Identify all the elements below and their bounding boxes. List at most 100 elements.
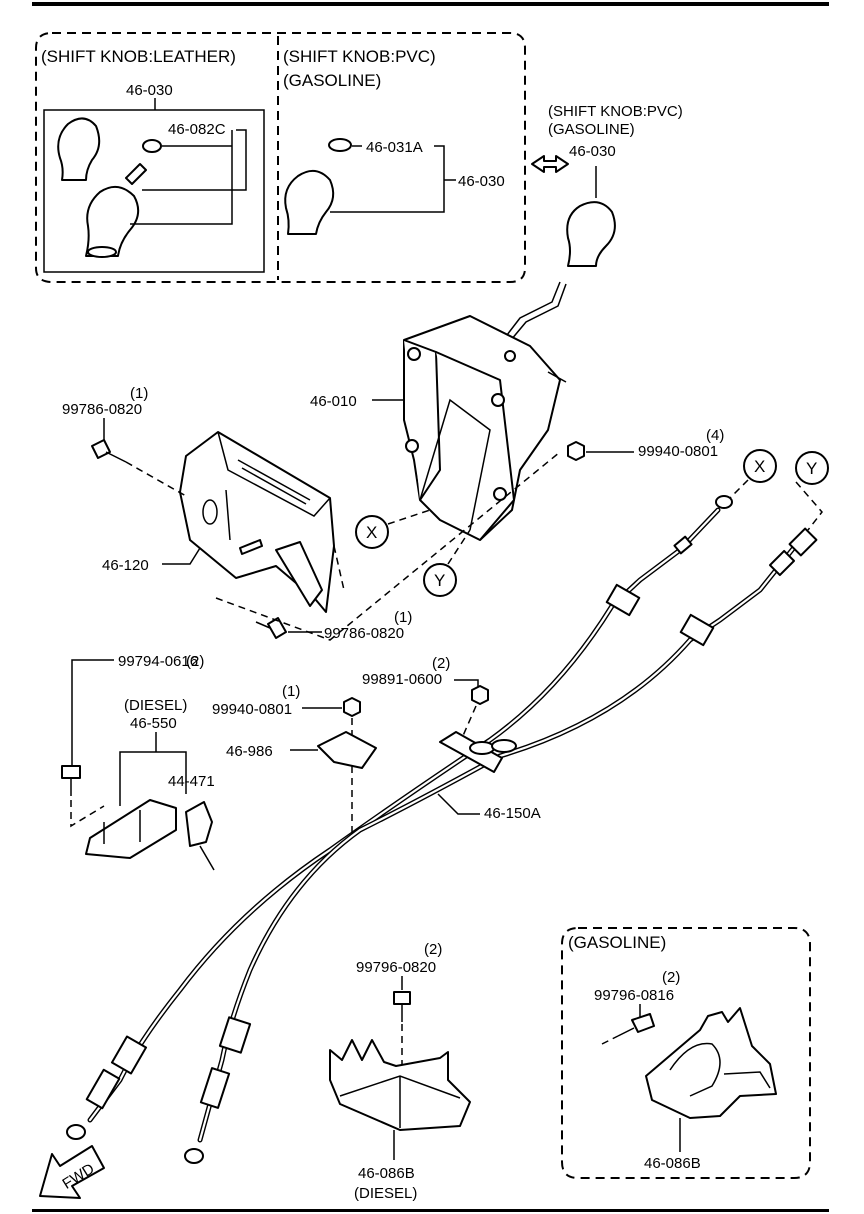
- leader: [142, 129, 247, 191]
- nut-label: 99940-0801: [638, 443, 718, 460]
- cable-ferrule: [673, 535, 693, 555]
- diesel-bolt-label: 99794-0616: [118, 653, 198, 670]
- cable-socket: [679, 613, 715, 647]
- diesel-header: (DIESEL): [124, 697, 187, 714]
- bolt-shank: [105, 451, 127, 463]
- assembly-line: [461, 705, 477, 739]
- cable-nut-qty: (2): [432, 655, 450, 672]
- bracket-hole: [202, 499, 218, 525]
- leader: [162, 547, 201, 565]
- bolt-bottom-qty: (1): [394, 609, 412, 626]
- cable-nut-label: 99891-0600: [362, 671, 442, 688]
- bracket-slot: [225, 489, 231, 541]
- cable-boot: [218, 1016, 252, 1054]
- top-rule: [32, 2, 829, 6]
- ref-y-cable: Y: [806, 459, 817, 478]
- leader: [119, 751, 187, 806]
- cable-clamp: [317, 731, 377, 769]
- alt-knob-header-1: (SHIFT KNOB:PVC): [548, 103, 683, 120]
- pvc-header-1: (SHIFT KNOB:PVC): [283, 47, 436, 66]
- bolt-shank: [617, 1027, 635, 1037]
- diesel-nut-label: 99940-0801: [212, 701, 292, 718]
- assembly-line: [215, 451, 561, 641]
- assembly-line: [125, 461, 187, 497]
- housing-label: 46-010: [310, 393, 357, 410]
- assembly-line: [601, 1035, 619, 1045]
- cable-eye: [184, 1148, 204, 1164]
- knob-base: [87, 246, 117, 258]
- diesel-nut-qty: (1): [282, 683, 300, 700]
- cover-part-label: 46-086B: [358, 1165, 415, 1182]
- bracket-stud: [239, 539, 263, 555]
- leather-header: (SHIFT KNOB:LEATHER): [41, 47, 236, 66]
- ref-x-shifter: X: [366, 523, 377, 542]
- cable-end-fitting: [768, 549, 796, 577]
- ref-y-shifter: Y: [434, 571, 445, 590]
- leather-sub-label: 46-082C: [168, 121, 226, 138]
- nut-icon: [567, 441, 585, 461]
- grommet: [469, 741, 495, 755]
- shifter-bracket: [179, 431, 335, 613]
- cable-socket: [605, 583, 641, 617]
- leather-knob-upper: [57, 117, 101, 181]
- knob-box-outline: [35, 32, 526, 283]
- leather-knob-lower: [85, 185, 140, 257]
- ref-line: [447, 529, 471, 565]
- shift-cable-core: [198, 538, 802, 1142]
- pvc-emblem-icon: [328, 138, 352, 152]
- leader: [330, 145, 445, 213]
- bracket-slot: [237, 459, 311, 501]
- leader: [71, 659, 114, 766]
- ref-x-circle: [355, 515, 389, 549]
- diesel-clip-label: 44-471: [168, 773, 215, 790]
- mount-hole: [407, 347, 421, 361]
- ref-x-cable: X: [754, 457, 765, 476]
- bracket-slot: [241, 467, 307, 505]
- fwd-arrow-shape: [39, 1145, 105, 1199]
- gasoline-cover-channel: [669, 1042, 721, 1097]
- gasoline-cover: [645, 1007, 777, 1119]
- bolt-top-qty: (1): [130, 385, 148, 402]
- alt-knob: [566, 201, 616, 267]
- nut-icon: [471, 685, 489, 705]
- leader: [130, 130, 233, 225]
- assembly-line: [70, 800, 105, 828]
- cable-assembly-label: 46-150A: [484, 805, 541, 822]
- bracket-flange: [275, 541, 323, 607]
- bracket-top-edge: [217, 431, 331, 517]
- cable-eye: [715, 495, 733, 509]
- gasoline-header: (GASOLINE): [568, 933, 666, 952]
- gasoline-bolt-qty: (2): [662, 969, 680, 986]
- cover-variant-label: (DIESEL): [354, 1185, 417, 1202]
- cable-boot: [110, 1035, 148, 1075]
- fwd-arrow-icon: FWD: [39, 1145, 105, 1199]
- bolt-top-label: 99786-0820: [62, 401, 142, 418]
- housing-face: [403, 339, 441, 501]
- grommet: [491, 739, 517, 753]
- mount-hole: [405, 439, 419, 453]
- clamp-label: 46-986: [226, 743, 273, 760]
- cable-clip: [185, 801, 213, 847]
- gasoline-box-outline: [561, 927, 811, 1179]
- nut-icon: [343, 697, 361, 717]
- diesel-bracket: [85, 799, 177, 859]
- gasoline-part-label: 46-086B: [644, 1155, 701, 1172]
- gasoline-bolt-label: 99796-0816: [594, 987, 674, 1004]
- housing-rib: [419, 398, 491, 531]
- pvc-part-label: 46-030: [458, 173, 505, 190]
- cable-grommet-plate: [439, 731, 503, 773]
- bracket-label: 46-120: [102, 557, 149, 574]
- mount-hole: [491, 393, 505, 407]
- mount-hole: [493, 487, 507, 501]
- ref-x-circle: [743, 449, 777, 483]
- cable-adjuster: [199, 1067, 231, 1109]
- ref-y-circle: [423, 563, 457, 597]
- leader: [437, 793, 480, 815]
- nut-qty: (4): [706, 427, 724, 444]
- cable-end-fitting: [788, 527, 818, 557]
- swap-arrow-icon: [531, 155, 569, 173]
- bolt-shank: [255, 621, 271, 629]
- assembly-line: [333, 545, 345, 591]
- emblem-icon: [142, 139, 162, 153]
